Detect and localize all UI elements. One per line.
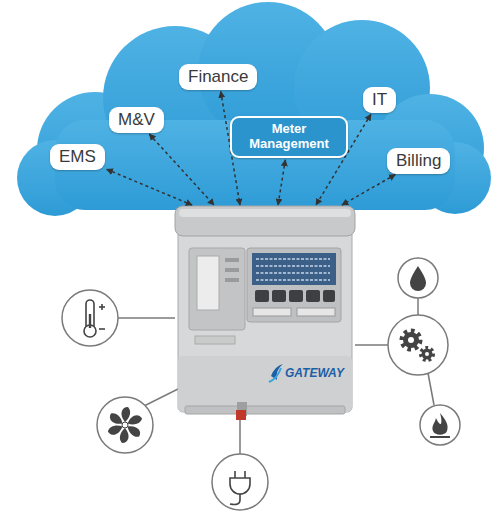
button — [306, 290, 320, 302]
leader-line — [428, 373, 434, 405]
icon-circle — [62, 290, 118, 346]
plug-body — [230, 478, 250, 494]
fan-blade — [120, 428, 129, 443]
cloud-service-box: EMS — [50, 144, 105, 170]
mount-rail — [185, 406, 345, 414]
fan-icon — [107, 407, 143, 443]
device-lid — [175, 206, 355, 236]
plug-cord — [230, 494, 240, 505]
icon-circle — [212, 454, 268, 510]
gears-icon — [402, 331, 433, 360]
port-label — [195, 336, 235, 344]
flame-icon — [432, 413, 447, 435]
cloud-service-box: Finance — [179, 64, 257, 90]
button — [272, 290, 286, 302]
fan-blade — [121, 407, 130, 422]
icon-circle — [398, 258, 438, 298]
logo-swoosh — [271, 364, 283, 380]
leader-line — [355, 344, 388, 346]
gear — [422, 349, 433, 360]
plug-prong — [244, 471, 246, 478]
icon-circle — [420, 405, 460, 445]
gear-hole — [425, 352, 429, 356]
lcd-line — [256, 279, 330, 280]
cloud-service-box: Billing — [387, 148, 450, 174]
device-body — [178, 218, 352, 412]
minus-sign — [99, 328, 105, 330]
lcd-lines — [256, 259, 330, 280]
button — [289, 290, 303, 302]
plus-sign — [101, 304, 103, 310]
left-window — [197, 256, 219, 310]
button — [323, 290, 335, 302]
cloud-service-box: IT — [363, 87, 396, 113]
lcd-screen — [252, 253, 336, 285]
display-bezel — [247, 248, 341, 322]
icon-circles — [62, 258, 460, 510]
lcd-line — [256, 265, 330, 266]
node-label: Meter Management — [239, 122, 339, 152]
lcd-line — [256, 258, 330, 259]
port-label — [253, 308, 291, 316]
logo-text: GATEWAY — [285, 366, 344, 380]
plug-icon — [230, 471, 250, 505]
gateway-box: GATEWAY — [175, 206, 355, 418]
port-label — [297, 308, 335, 316]
dotted-connector — [342, 175, 395, 205]
led-strip — [225, 268, 239, 272]
gear-hole — [408, 337, 414, 343]
gateway-device — [175, 206, 355, 420]
lcd-line — [256, 272, 330, 273]
leader-line — [417, 298, 419, 315]
icon-circle — [97, 397, 153, 453]
fan-hub — [122, 422, 128, 428]
gear-teeth — [402, 331, 420, 349]
logo-swoosh — [269, 368, 281, 382]
dotted-connector — [278, 160, 285, 205]
leader-line — [144, 388, 180, 406]
dotted-connector — [107, 169, 192, 205]
icon-circle — [388, 315, 448, 375]
node-label: EMS — [59, 147, 96, 167]
gear-teeth — [421, 348, 433, 360]
gear — [403, 332, 419, 348]
thermometer-level — [89, 314, 91, 328]
node-label: IT — [372, 90, 387, 110]
power-connector — [236, 410, 246, 420]
dotted-connector — [149, 134, 214, 205]
device-shade — [178, 356, 352, 412]
led-strip — [225, 278, 239, 282]
cloud-service-box-highlight: Meter Management — [230, 116, 348, 158]
led-strip — [225, 258, 239, 262]
water-drop-icon — [410, 266, 426, 291]
lid-highlight — [179, 209, 351, 217]
node-label: Billing — [396, 151, 441, 171]
leader-line — [118, 317, 175, 319]
thermometer-icon — [84, 300, 105, 337]
leader-line — [239, 418, 241, 454]
flame-base — [430, 436, 450, 438]
button — [255, 290, 269, 302]
plug-prong — [234, 471, 236, 478]
left-panel — [189, 248, 245, 330]
cloud-service-box: M&V — [109, 107, 164, 133]
cloud — [17, 2, 491, 216]
node-label: M&V — [118, 110, 155, 130]
node-label: Finance — [188, 67, 248, 87]
